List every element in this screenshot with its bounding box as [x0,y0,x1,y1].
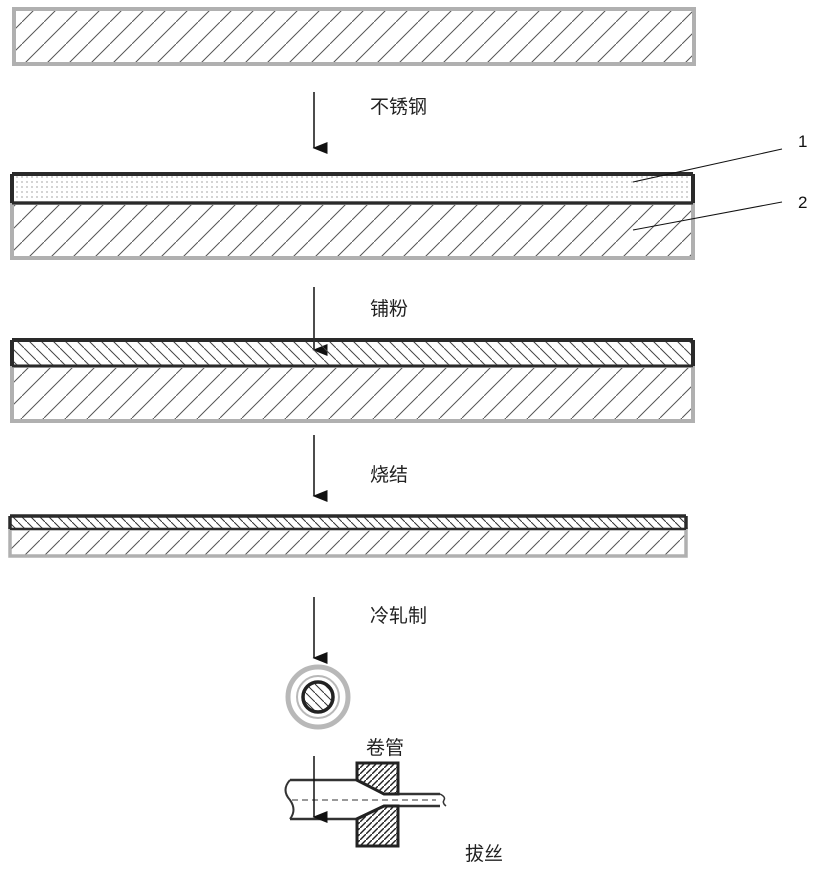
sintered-plate [10,516,686,556]
step-label-powder: 铺粉 [370,298,408,320]
stainless-plate [14,9,694,64]
step-label-stainless: 不锈钢 [370,96,427,118]
step-label-draw-wire: 拔丝 [465,843,503,865]
step-label-cold-roll: 冷轧制 [370,605,427,627]
powder-layered-plate [12,174,693,258]
powder-laid-plate [12,340,693,421]
rolled-tube-cross-section [288,667,348,727]
callout-2: 2 [798,193,807,212]
step-label-roll-tube: 卷管 [366,737,404,759]
step-label-sinter: 烧结 [370,464,408,486]
wire-drawing-die [286,763,447,846]
callout-1: 1 [798,132,807,151]
